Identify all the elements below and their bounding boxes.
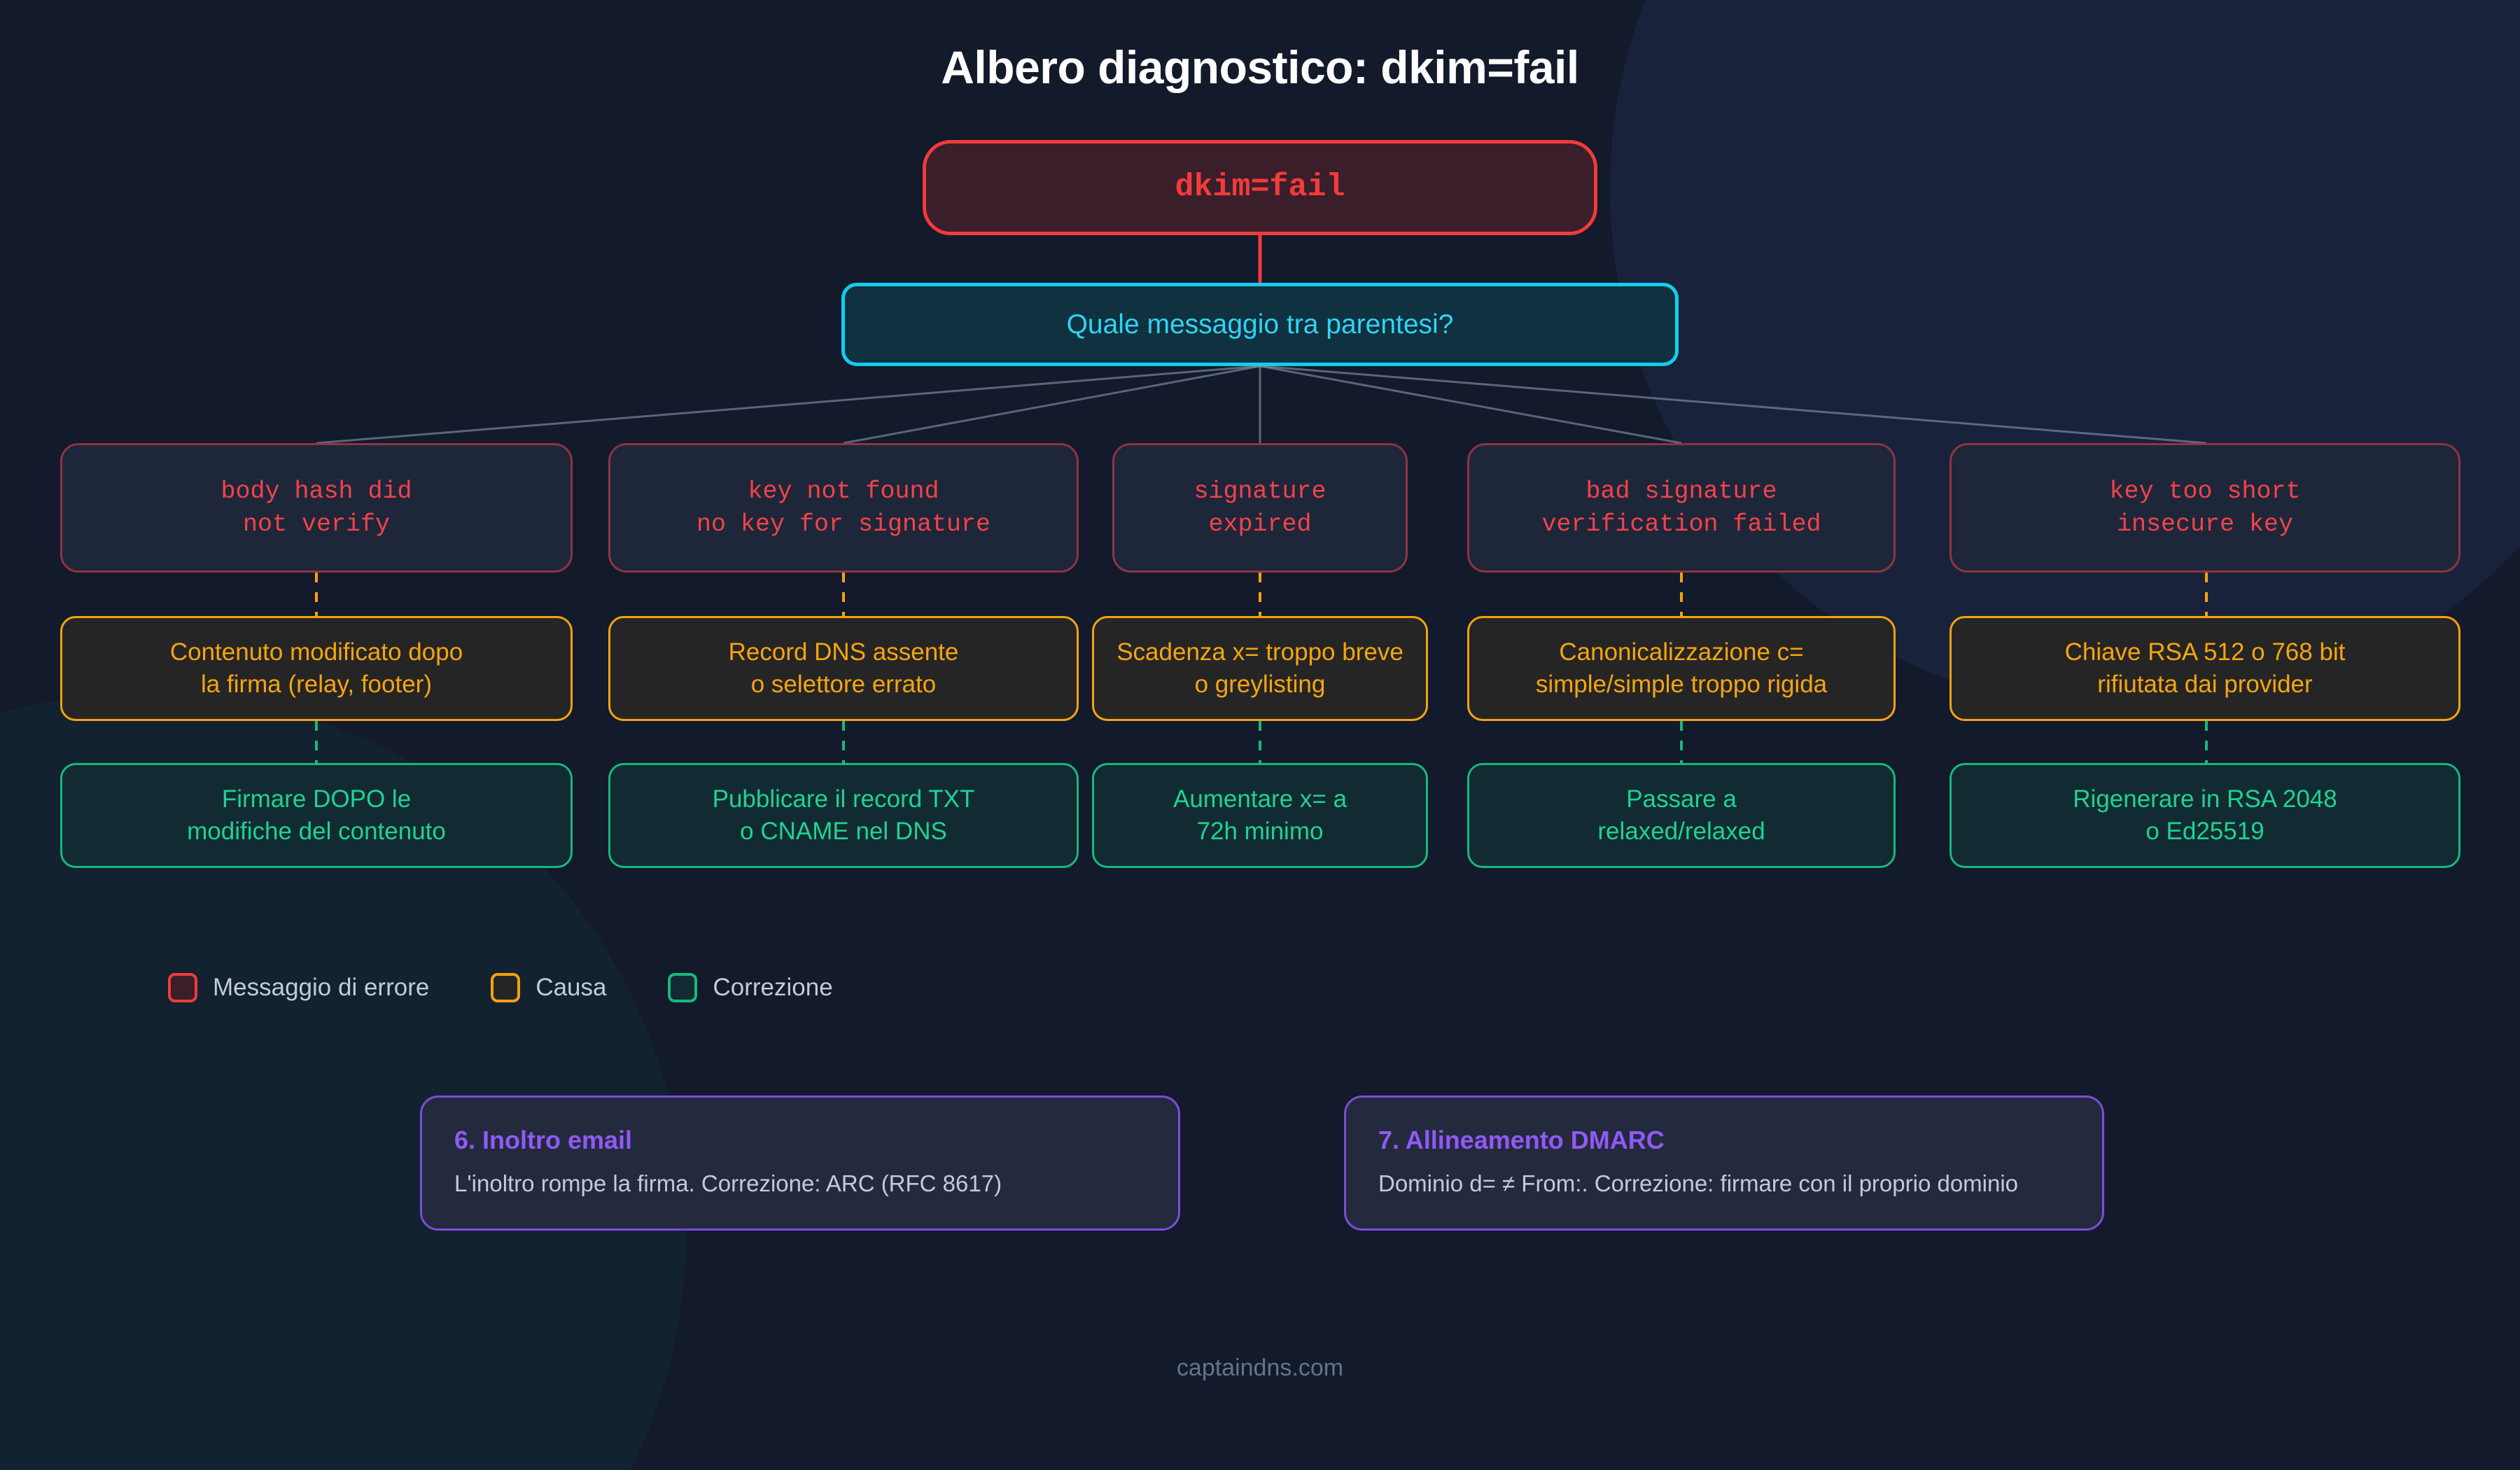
note-card-dmarc[interactable]: 7. Allineamento DMARC Dominio d= ≠ From:… [1344, 1096, 2104, 1231]
node-cause-3-line2: o greylisting [1194, 671, 1326, 698]
node-cause-5-line2: rifiutata dai provider [2097, 671, 2313, 698]
node-fix-5-line1: Rigenerare in RSA 2048 [2073, 785, 2337, 813]
node-error-1-line2: not verify [242, 510, 391, 538]
node-root-dkim-fail[interactable]: dkim=fail [923, 140, 1597, 235]
node-cause-3-line1: Scadenza x= troppo breve [1116, 638, 1404, 666]
node-cause-1[interactable]: Contenuto modificato dopo la firma (rela… [60, 616, 573, 721]
node-fix-1[interactable]: Firmare DOPO le modifiche del contenuto [60, 763, 573, 868]
node-error-2-line1: key not found [748, 477, 939, 506]
note-card-forwarding-body: L'inoltro rompe la firma. Correzione: AR… [454, 1170, 1002, 1196]
legend-label-fix: Correzione [713, 974, 833, 1001]
page-title: Albero diagnostico: dkim=fail [941, 41, 1579, 93]
node-cause-1-line1: Contenuto modificato dopo [169, 638, 463, 666]
node-fix-2-line1: Pubblicare il record TXT [712, 785, 975, 813]
node-cause-4-line1: Canonicalizzazione c= [1559, 638, 1804, 666]
node-error-4[interactable]: bad signature verification failed [1467, 443, 1896, 573]
node-error-5-line1: key too short [2109, 477, 2301, 506]
node-question[interactable]: Quale messaggio tra parentesi? [841, 283, 1679, 366]
node-fix-2-line2: o CNAME nel DNS [740, 818, 947, 845]
legend-item-cause: Causa [491, 973, 606, 1002]
legend-item-error: Messaggio di errore [168, 973, 429, 1002]
node-error-3-line2: expired [1208, 510, 1312, 538]
node-error-4-line2: verification failed [1541, 510, 1821, 538]
node-fix-5[interactable]: Rigenerare in RSA 2048 o Ed25519 [1949, 763, 2460, 868]
note-card-forwarding-title: 6. Inoltro email [454, 1126, 633, 1154]
node-error-4-line1: bad signature [1586, 477, 1777, 506]
legend-item-fix: Correzione [668, 973, 833, 1002]
node-error-3[interactable]: signature expired [1112, 443, 1408, 573]
node-error-5[interactable]: key too short insecure key [1949, 443, 2460, 573]
node-fix-4-line1: Passare a [1626, 785, 1737, 813]
node-cause-1-line2: la firma (relay, footer) [201, 671, 432, 698]
node-cause-4-line2: simple/simple troppo rigida [1535, 671, 1828, 698]
node-error-1[interactable]: body hash did not verify [60, 443, 573, 573]
node-fix-4[interactable]: Passare a relaxed/relaxed [1467, 763, 1896, 868]
legend-label-cause: Causa [536, 974, 607, 1001]
footer-watermark: captaindns.com [1176, 1354, 1344, 1381]
node-error-1-line1: body hash did [220, 477, 412, 506]
node-cause-2-line1: Record DNS assente [728, 638, 959, 666]
node-fix-1-line2: modifiche del contenuto [187, 818, 446, 845]
node-fix-5-line2: o Ed25519 [2146, 818, 2264, 845]
node-fix-2[interactable]: Pubblicare il record TXT o CNAME nel DNS [608, 763, 1079, 868]
node-error-5-line2: insecure key [2116, 510, 2294, 538]
node-cause-5[interactable]: Chiave RSA 512 o 768 bit rifiutata dai p… [1949, 616, 2460, 721]
node-error-2[interactable]: key not found no key for signature [608, 443, 1079, 573]
node-fix-3-line2: 72h minimo [1196, 818, 1324, 845]
node-error-2-line2: no key for signature [696, 510, 991, 538]
node-cause-4[interactable]: Canonicalizzazione c= simple/simple trop… [1467, 616, 1896, 721]
legend-label-error: Messaggio di errore [213, 974, 430, 1001]
node-cause-5-line1: Chiave RSA 512 o 768 bit [2064, 638, 2346, 666]
legend-swatch-fix-icon [668, 973, 698, 1002]
node-fix-3[interactable]: Aumentare x= a 72h minimo [1092, 763, 1428, 868]
legend: Messaggio di errore Causa Correzione [168, 973, 833, 1002]
node-fix-1-line1: Firmare DOPO le [221, 785, 412, 813]
node-cause-2[interactable]: Record DNS assente o selettore errato [608, 616, 1079, 721]
node-cause-2-line2: o selettore errato [750, 671, 937, 698]
legend-swatch-cause-icon [491, 973, 521, 1002]
legend-swatch-error-icon [168, 973, 197, 1002]
note-card-forwarding[interactable]: 6. Inoltro email L'inoltro rompe la firm… [420, 1096, 1180, 1231]
node-fix-4-line2: relaxed/relaxed [1597, 818, 1765, 845]
note-card-dmarc-body: Dominio d= ≠ From:. Correzione: firmare … [1378, 1170, 2019, 1196]
node-cause-3[interactable]: Scadenza x= troppo breve o greylisting [1092, 616, 1428, 721]
node-fix-3-line1: Aumentare x= a [1172, 785, 1348, 813]
node-error-3-line1: signature [1194, 477, 1326, 506]
note-card-dmarc-title: 7. Allineamento DMARC [1378, 1126, 1665, 1154]
